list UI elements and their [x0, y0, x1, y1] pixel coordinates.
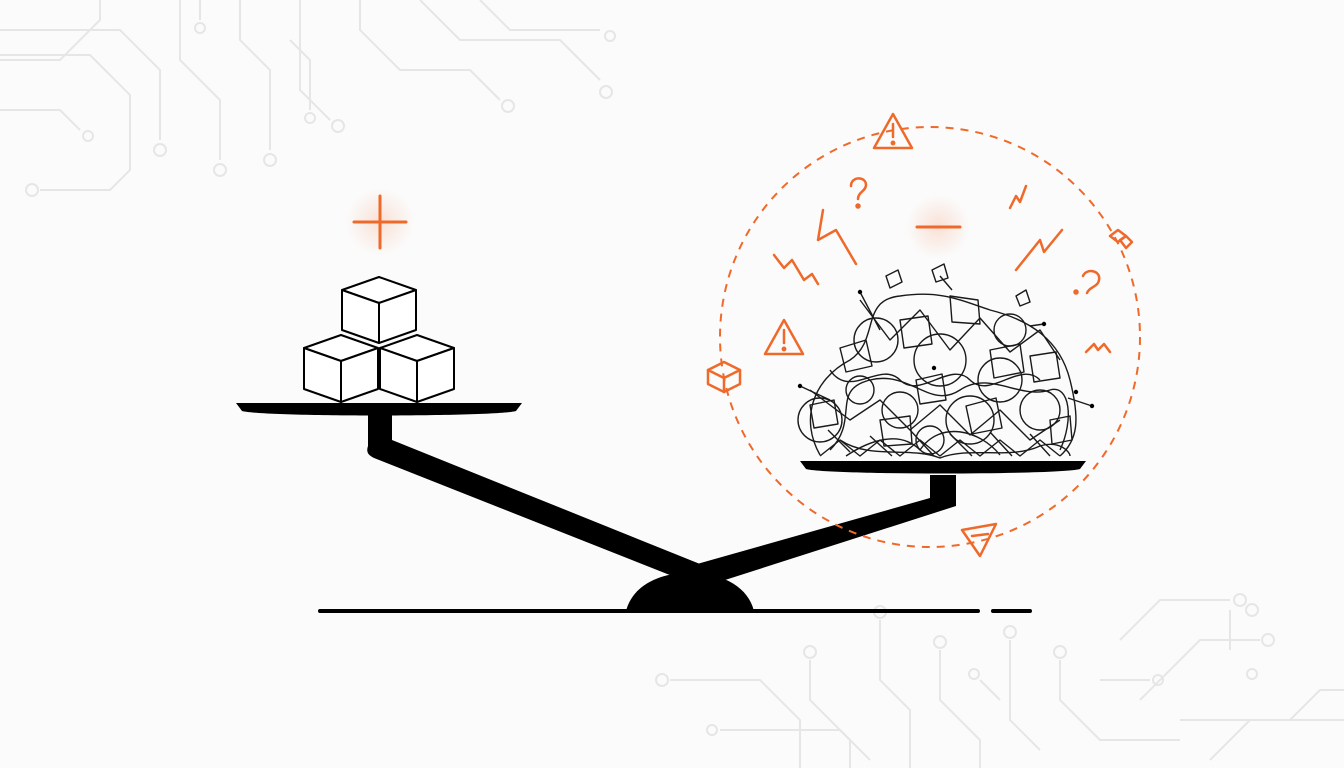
scale-fulcrum	[626, 572, 754, 611]
minus-icon	[906, 195, 970, 259]
warning-triangle-icon	[763, 318, 805, 356]
cube-icon	[303, 334, 379, 403]
question-mark-icon	[849, 177, 868, 209]
triangle-minus-icon	[960, 522, 998, 558]
lightning-bolt-icon	[772, 253, 820, 286]
tangled-scribble-pile	[797, 263, 1093, 459]
right-pan	[800, 461, 1086, 474]
circuit-pattern-top-left	[0, 0, 616, 197]
cube-icon	[379, 334, 455, 403]
lightning-bolt-icon	[1084, 342, 1112, 354]
cube-icon	[341, 276, 417, 344]
question-mark-icon	[1073, 269, 1101, 295]
lightning-bolt-icon	[816, 208, 858, 266]
plus-icon	[346, 188, 414, 256]
warning-triangle-icon	[872, 112, 914, 150]
chaos-boundary-circle	[719, 126, 1141, 548]
cube-icon	[1108, 228, 1134, 250]
left-pan	[236, 403, 522, 416]
lightning-bolt-icon	[1008, 184, 1028, 210]
circuit-pattern-bottom-right	[655, 593, 1344, 768]
cube-icon	[706, 360, 742, 394]
lightning-bolt-icon	[1014, 228, 1064, 272]
scale-beam	[367, 412, 956, 588]
cube-stack	[303, 276, 455, 403]
scribble-node-dots	[797, 289, 1095, 409]
